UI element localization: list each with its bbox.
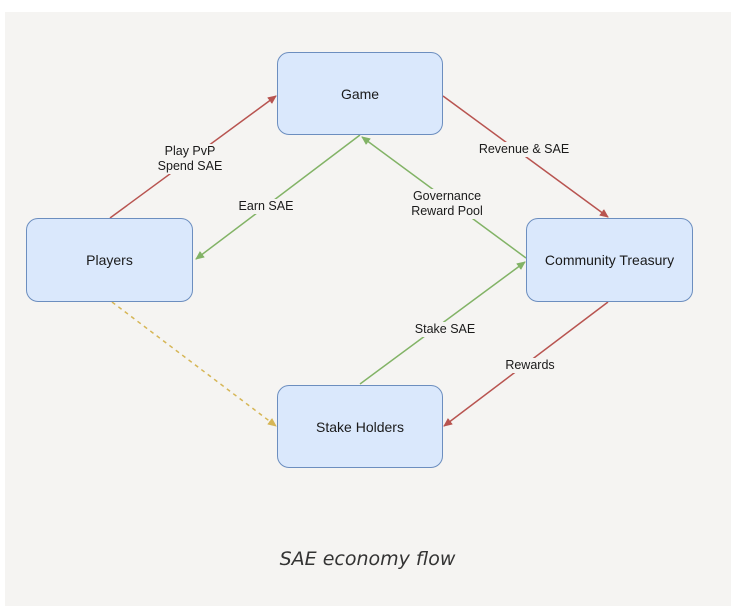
edge-players-to-stakeholders [111, 301, 277, 427]
edge-label-play-pvp: Play PvP Spend SAE [150, 144, 230, 174]
edge-label-rewards: Rewards [495, 358, 565, 373]
edge-label-earn-sae: Earn SAE [229, 199, 303, 214]
node-players: Players [26, 218, 193, 302]
node-community-treasury: Community Treasury [526, 218, 693, 302]
edge-label-revenue: Revenue & SAE [466, 142, 582, 157]
edge-label-governance: Governance Reward Pool [398, 189, 496, 219]
edge-game-to-players [195, 134, 361, 260]
node-game: Game [277, 52, 443, 135]
node-stake-holders: Stake Holders [277, 385, 443, 468]
edge-label-stake-sae: Stake SAE [403, 322, 487, 337]
diagram-caption: SAE economy flow [279, 548, 456, 570]
